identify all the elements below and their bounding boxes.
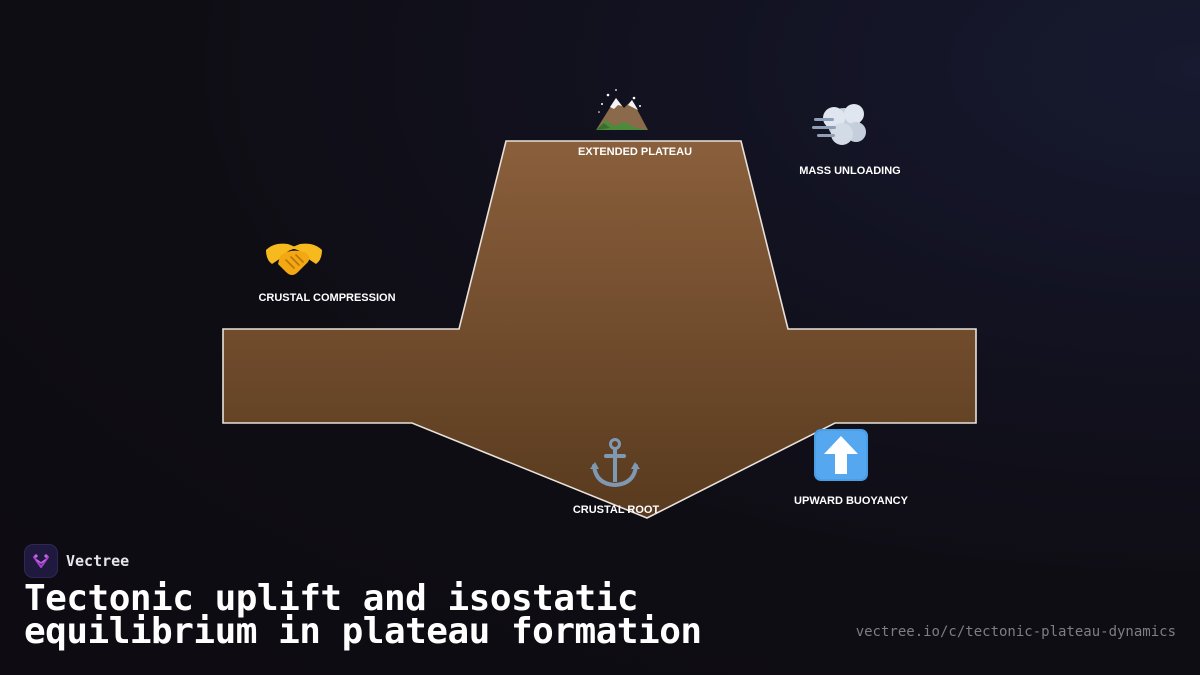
- label-extended-plateau: EXTENDED PLATEAU: [578, 146, 692, 158]
- brand-name: Vectree: [66, 552, 130, 570]
- label-crustal-compression: CRUSTAL COMPRESSION: [258, 292, 395, 304]
- source-url[interactable]: vectree.io/c/tectonic-plateau-dynamics: [855, 624, 1176, 640]
- label-mass-unloading: MASS UNLOADING: [799, 165, 900, 177]
- vectree-logo-icon: [24, 544, 58, 578]
- label-upward-buoyancy: UPWARD BUOYANCY: [794, 495, 909, 507]
- wind-puff-icon: [812, 104, 866, 145]
- handshake-icon: [266, 243, 322, 275]
- page-title: Tectonic uplift and isostatic equilibriu…: [24, 578, 702, 652]
- up-arrow-icon: [814, 429, 868, 481]
- mountain-icon: [596, 89, 648, 130]
- anchor-icon: [590, 438, 640, 488]
- crust-shape: [222, 140, 977, 519]
- label-crustal-root: CRUSTAL ROOT: [573, 504, 660, 516]
- brand: Vectree: [24, 544, 129, 578]
